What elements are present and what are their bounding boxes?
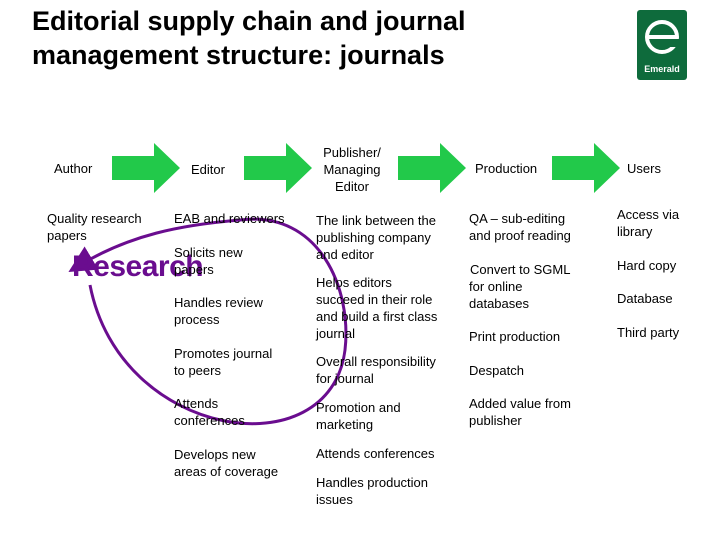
editor-solicits: Solicits new papers bbox=[174, 244, 243, 278]
author-line-1: Quality research bbox=[47, 211, 142, 226]
users-database: Database bbox=[617, 291, 673, 306]
flow-arrow-publisher-production bbox=[398, 143, 466, 193]
editor-promotes-line-2: to peers bbox=[174, 363, 221, 378]
header-publisher-line-1: Publisher/ bbox=[323, 145, 381, 160]
editor-develops: Develops new areas of coverage bbox=[174, 446, 278, 480]
publisher-overall: Overall responsibility for journal bbox=[316, 353, 436, 387]
publisher-promotion: Promotion and marketing bbox=[316, 399, 401, 433]
editor-eab: EAB and reviewers bbox=[174, 211, 285, 226]
editor-attends-line-2: conferences bbox=[174, 413, 245, 428]
editor-solicits-line-1: Solicits new bbox=[174, 245, 243, 260]
publisher-attends: Attends conferences bbox=[316, 446, 435, 461]
editor-attends: Attends conferences bbox=[174, 395, 245, 429]
author-line-2: papers bbox=[47, 228, 87, 243]
production-sgml-line-3: databases bbox=[469, 296, 529, 311]
publisher-overall-line-1: Overall responsibility bbox=[316, 354, 436, 369]
production-added-value: Added value from publisher bbox=[469, 395, 571, 429]
production-print: Print production bbox=[469, 329, 561, 344]
header-publisher-line-3: Editor bbox=[335, 179, 369, 194]
production-qa-line-1: QA – sub-editing bbox=[469, 211, 566, 226]
title-line-2: management structure: journals bbox=[32, 40, 445, 70]
flow-arrow-editor-publisher bbox=[244, 143, 312, 193]
users-access: Access via library bbox=[617, 206, 679, 240]
editor-solicits-line-2: papers bbox=[174, 262, 214, 277]
header-production: Production bbox=[475, 161, 538, 176]
production-added-line-2: publisher bbox=[469, 413, 522, 428]
header-publisher-line-2: Managing bbox=[323, 162, 381, 177]
editor-attends-line-1: Attends bbox=[174, 396, 219, 411]
editor-promotes: Promotes journal to peers bbox=[174, 345, 272, 379]
research-label: Research bbox=[72, 250, 204, 283]
flow-arrow-production-users bbox=[552, 143, 620, 193]
publisher-helps: Helps editors succeed in their role and … bbox=[316, 274, 437, 342]
page-title: Editorial supply chain and journal manag… bbox=[32, 4, 466, 72]
editor-develops-line-1: Develops new bbox=[174, 447, 256, 462]
header-publisher: Publisher/ Managing Editor bbox=[318, 144, 386, 195]
publisher-promo-line-2: marketing bbox=[316, 417, 374, 432]
publisher-helps-line-2: succeed in their role bbox=[316, 292, 433, 307]
publisher-link-line-1: The link between the bbox=[316, 213, 436, 228]
production-added-line-1: Added value from bbox=[469, 396, 571, 411]
publisher-overall-line-2: for journal bbox=[316, 371, 374, 386]
publisher-handles-line-2: issues bbox=[316, 492, 353, 507]
header-users: Users bbox=[627, 161, 661, 176]
header-author: Author bbox=[54, 161, 93, 176]
publisher-helps-line-4: journal bbox=[316, 326, 356, 341]
logo-label: Emerald bbox=[644, 64, 680, 74]
flow-arrow-author-editor bbox=[112, 143, 180, 193]
production-sgml-line-2: for online bbox=[469, 279, 523, 294]
emerald-logo: Emerald bbox=[637, 10, 687, 80]
publisher-promo-line-1: Promotion and bbox=[316, 400, 401, 415]
production-sgml: Convert to SGML for online databases bbox=[469, 261, 570, 312]
users-access-line-1: Access via bbox=[617, 207, 680, 222]
editor-handles-line-2: process bbox=[174, 312, 220, 327]
production-sgml-line-1: Convert to SGML bbox=[470, 262, 571, 277]
editor-promotes-line-1: Promotes journal bbox=[174, 346, 273, 361]
publisher-link-line-2: publishing company bbox=[316, 230, 431, 245]
editor-develops-line-2: areas of coverage bbox=[174, 464, 279, 479]
author-quality-papers: Quality research papers bbox=[47, 210, 142, 244]
users-hard-copy: Hard copy bbox=[617, 258, 677, 273]
editor-handles-review: Handles review process bbox=[174, 294, 263, 328]
production-qa: QA – sub-editing and proof reading bbox=[469, 210, 571, 244]
emerald-e-icon bbox=[645, 20, 679, 54]
users-third-party: Third party bbox=[617, 325, 680, 340]
publisher-helps-line-1: Helps editors bbox=[316, 275, 392, 290]
publisher-link: The link between the publishing company … bbox=[316, 212, 436, 263]
publisher-handles-line-1: Handles production bbox=[316, 475, 429, 490]
header-editor: Editor bbox=[191, 162, 225, 177]
users-access-line-2: library bbox=[617, 224, 653, 239]
editor-handles-line-1: Handles review bbox=[174, 295, 263, 310]
title-line-1: Editorial supply chain and journal bbox=[32, 6, 466, 36]
publisher-helps-line-3: and build a first class bbox=[316, 309, 438, 324]
publisher-link-line-3: and editor bbox=[316, 247, 374, 262]
production-qa-line-2: and proof reading bbox=[469, 228, 571, 243]
publisher-handles-production: Handles production issues bbox=[316, 474, 428, 508]
production-despatch: Despatch bbox=[469, 363, 524, 378]
